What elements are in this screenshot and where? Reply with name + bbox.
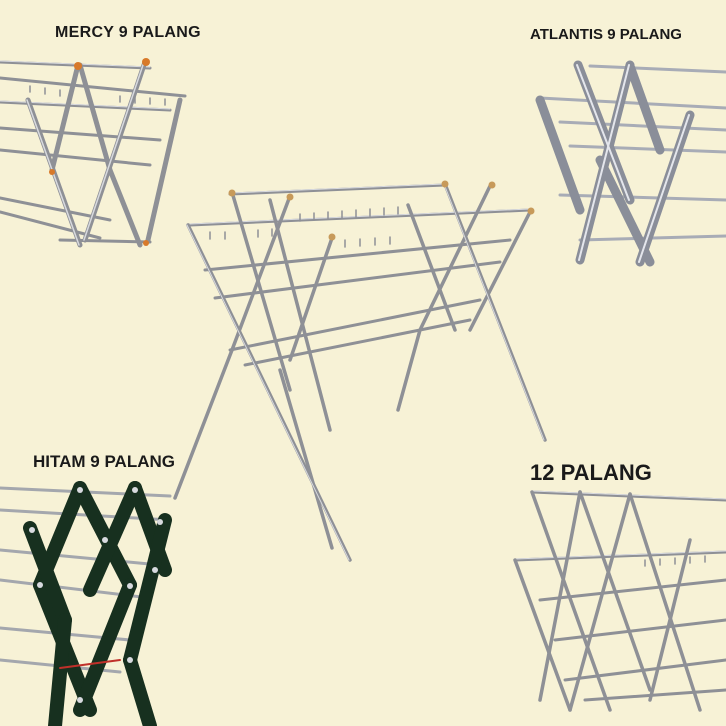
twelve-rack-photo: [513, 490, 726, 712]
hitam-title: HITAM 9 PALANG: [33, 452, 175, 471]
twelve-title: 12 PALANG: [530, 460, 652, 485]
hitam-rack-photo: [0, 481, 172, 726]
atlantis-rack-photo: [535, 60, 726, 267]
mercy-title: MERCY 9 PALANG: [55, 24, 201, 41]
atlantis-title: ATLANTIS 9 PALANG: [530, 26, 682, 43]
main-rack-photo: [173, 180, 547, 562]
mercy-rack-photo: [0, 58, 187, 248]
